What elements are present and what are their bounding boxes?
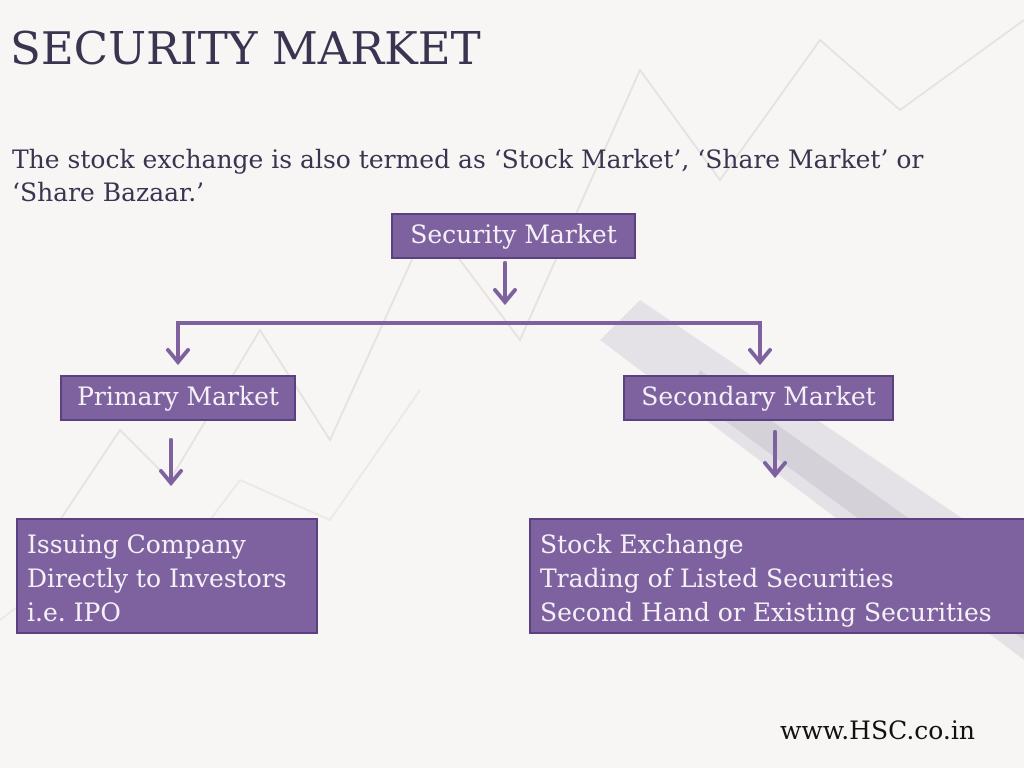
footer-website: www.HSC.co.in [780,716,975,745]
primary-detail: i.e. IPO [27,598,121,627]
arrow-down-icon [159,438,183,487]
arrow-down-icon [166,348,190,366]
primary-market-box: Primary Market [60,375,296,421]
secondary-market-box: Secondary Market [623,375,894,421]
arrow-down-icon [748,348,772,366]
secondary-detail: Stock Exchange [540,530,744,559]
slide-subtitle: The stock exchange is also termed as ‘St… [12,145,924,207]
arrow-down-icon [763,430,787,479]
slide-title: SECURITY MARKET [10,22,481,75]
primary-detail: Directly to Investors [27,564,287,593]
security-market-box: Security Market [391,213,636,259]
primary-details-box: Issuing Company Directly to Investors i.… [16,518,318,634]
secondary-details-box: Stock Exchange Trading of Listed Securit… [529,518,1024,634]
branch-line [176,321,762,364]
arrow-down-icon [493,261,517,306]
secondary-detail: Second Hand or Existing Securities [540,598,992,627]
secondary-detail: Trading of Listed Securities [540,564,894,593]
primary-detail: Issuing Company [27,530,246,559]
